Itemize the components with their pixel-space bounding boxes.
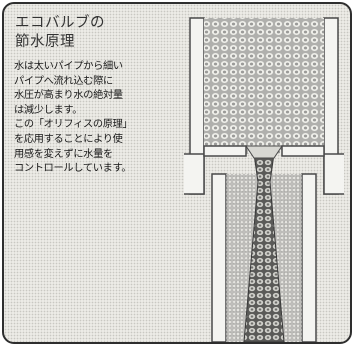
- text-line: パイプへ流れ込む際に: [14, 75, 113, 87]
- coupling-left: [184, 153, 205, 195]
- title-line-2: 節水原理: [15, 34, 75, 50]
- title-line-1: エコバルブの: [15, 15, 105, 31]
- narrow-pipe-right-wall: [301, 173, 317, 342]
- pipe-orifice-diagram-icon: [184, 17, 344, 342]
- text-line: この「オリフィスの原理」: [14, 119, 133, 131]
- orifice-flow: [245, 145, 283, 159]
- orifice-plate-left: [203, 145, 247, 157]
- orifice-plate-right: [281, 145, 325, 157]
- text-line: を応用することにより使: [14, 133, 123, 145]
- text-line: 水は太いパイプから細い: [14, 61, 123, 72]
- coupling-right: [323, 153, 344, 195]
- info-card: エコバルブの 節水原理 水は太いパイプから細い パイプへ流れ込む際に 水圧が高ま…: [2, 2, 352, 344]
- wide-pipe-water: [204, 18, 324, 154]
- text-line: 水圧が高まり水の絶対量: [14, 90, 123, 102]
- text-line: コントロールしています。: [14, 163, 132, 175]
- narrow-pipe-left-wall: [211, 173, 227, 342]
- text-line: は減少します。: [14, 104, 83, 116]
- explanation-text: 水は太いパイプから細い パイプへ流れ込む際に 水圧が高まり水の絶対量 は減少しま…: [14, 60, 172, 177]
- page-title: エコバルブの 節水原理: [15, 14, 165, 52]
- text-line: 用感を変えずに水量を: [14, 148, 113, 160]
